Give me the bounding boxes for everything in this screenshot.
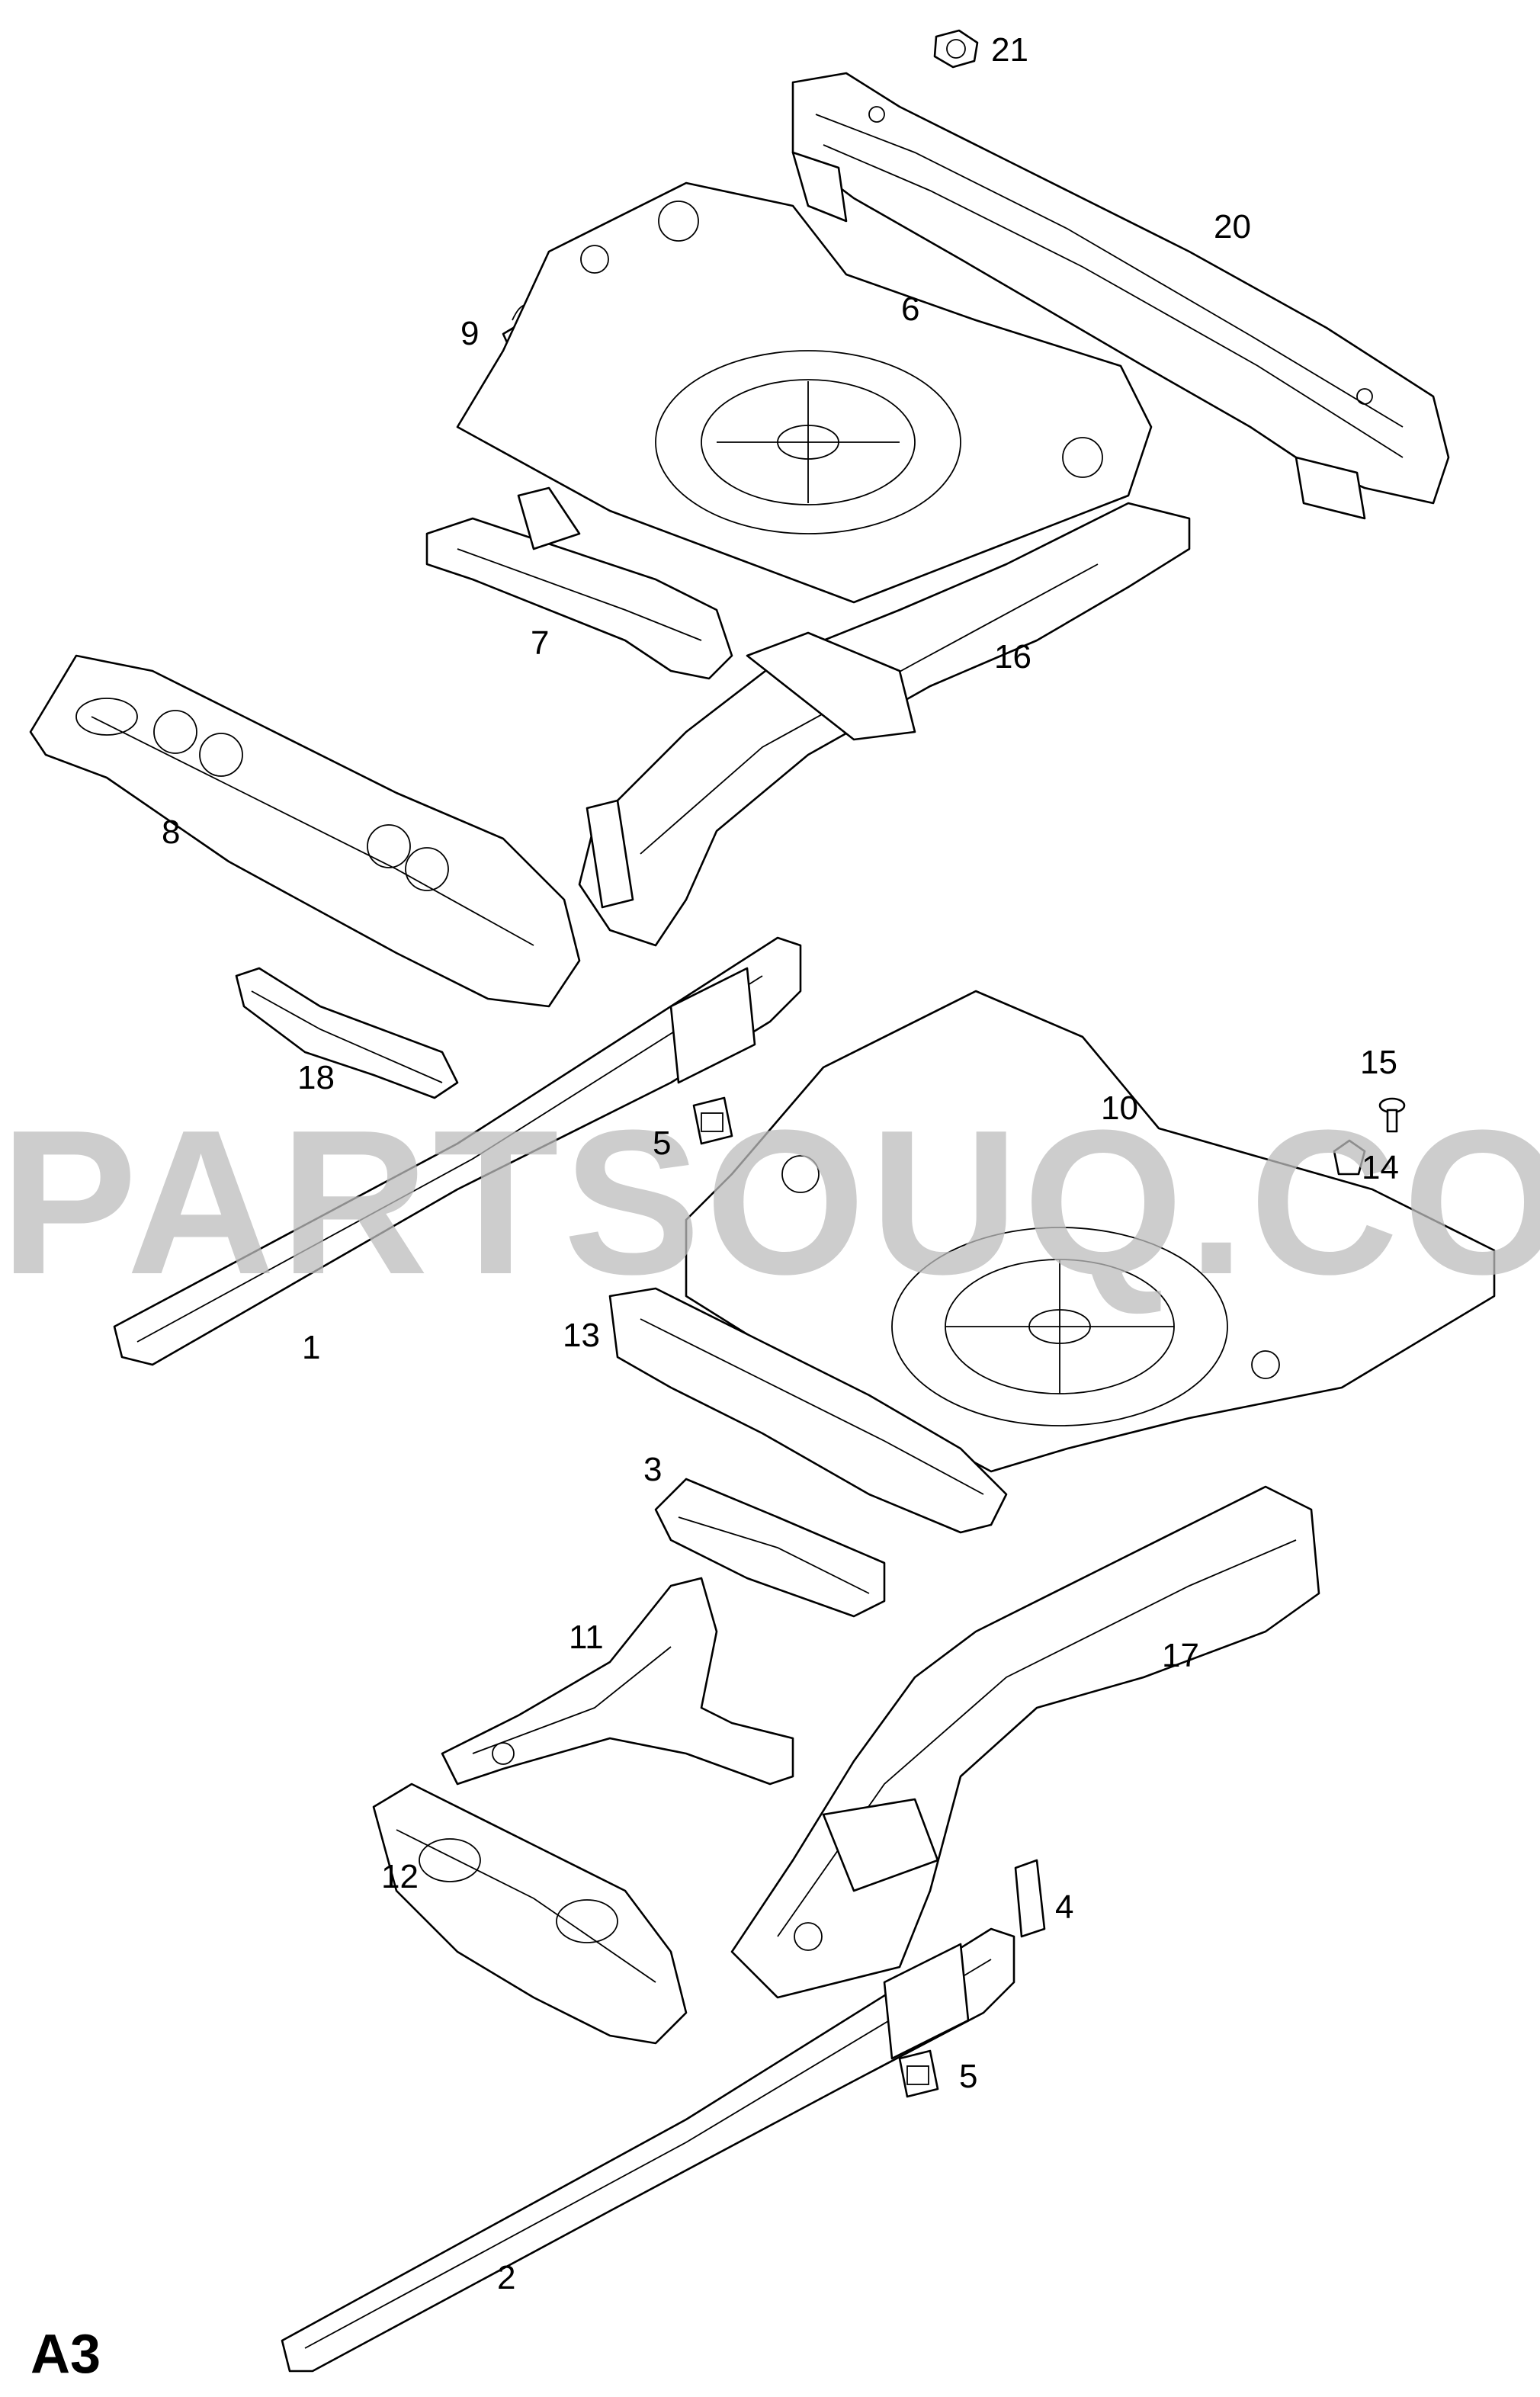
part-2-side-sill-right[interactable] [281, 1927, 1015, 2373]
callout-1: 1 [302, 1329, 320, 1366]
callout-8: 8 [162, 813, 180, 851]
callout-16: 16 [994, 638, 1031, 675]
callout-2: 2 [497, 2259, 515, 2296]
part-18-bracket[interactable] [235, 967, 459, 1099]
part-5-clip-lower[interactable] [898, 2049, 939, 2098]
part-14-clip[interactable] [1333, 1139, 1366, 1176]
callout-10: 10 [1101, 1089, 1138, 1127]
callout-6: 6 [901, 290, 919, 328]
callout-9: 9 [460, 315, 479, 352]
callout-15: 15 [1360, 1044, 1397, 1081]
callout-20: 20 [1214, 208, 1251, 245]
part-8-floor-crossmember[interactable] [29, 654, 581, 1008]
callout-3: 3 [643, 1451, 662, 1488]
part-3-support-rail[interactable] [654, 1478, 886, 1618]
part-10-rear-floor-pan[interactable] [685, 990, 1496, 1473]
callout-12: 12 [381, 1858, 419, 1895]
part-11-center-bracket[interactable] [441, 1577, 794, 1786]
sheet-code: A3 [30, 2324, 101, 2385]
part-12-floor-crossmember[interactable] [372, 1783, 688, 2045]
callout-11: 11 [569, 1619, 604, 1656]
part-1-side-sill-left[interactable] [113, 936, 802, 1366]
part-13-floor-crossmember[interactable] [608, 1287, 1008, 1534]
watermark: PARTSOUQ.COM [0, 1088, 1540, 1317]
part-15-bolt[interactable] [1378, 1097, 1406, 1133]
callout-18: 18 [297, 1059, 335, 1096]
callout-17: 17 [1162, 1637, 1199, 1674]
part-4-plate[interactable] [1014, 1859, 1046, 1938]
part-5-clip-upper[interactable] [692, 1096, 733, 1145]
part-6-rear-floor-panel[interactable] [456, 181, 1153, 604]
part-7-floor-reinforcement[interactable] [425, 486, 733, 680]
callout-21: 21 [991, 31, 1028, 69]
part-21-nut[interactable] [933, 29, 979, 69]
callout-14: 14 [1362, 1149, 1399, 1186]
callout-7: 7 [531, 624, 549, 662]
callout-5-upper: 5 [653, 1125, 671, 1162]
part-20-rear-crossmember[interactable] [791, 72, 1450, 520]
callout-5-lower: 5 [959, 2058, 977, 2095]
part-16-rear-side-member[interactable] [578, 502, 1191, 947]
callout-13: 13 [563, 1317, 600, 1354]
callout-4: 4 [1055, 1888, 1073, 1926]
part-17-rear-side-member[interactable] [730, 1485, 1320, 1999]
